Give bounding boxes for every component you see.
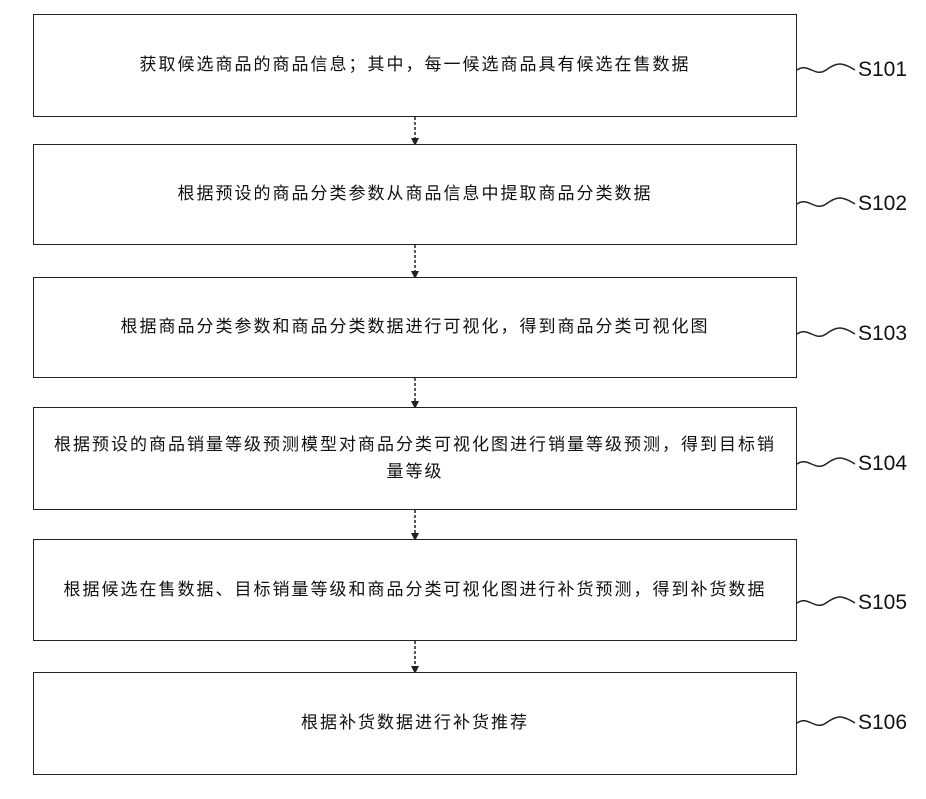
step-text-s101: 获取候选商品的商品信息；其中，每一候选商品具有候选在售数据: [140, 52, 691, 79]
step-box-s102: 根据预设的商品分类参数从商品信息中提取商品分类数据: [33, 144, 797, 245]
step-label-s103: S103: [858, 322, 907, 346]
leader-s105: [797, 597, 855, 605]
step-text-s104: 根据预设的商品销量等级预测模型对商品分类可视化图进行销量等级预测，得到目标销量等…: [50, 432, 780, 486]
step-label-s101: S101: [858, 58, 907, 82]
step-label-s105: S105: [858, 591, 907, 615]
step-label-s104: S104: [858, 452, 907, 476]
step-text-s103: 根据商品分类参数和商品分类数据进行可视化，得到商品分类可视化图: [121, 314, 710, 341]
step-box-s101: 获取候选商品的商品信息；其中，每一候选商品具有候选在售数据: [33, 14, 797, 117]
leader-s104: [797, 458, 855, 466]
step-box-s103: 根据商品分类参数和商品分类数据进行可视化，得到商品分类可视化图: [33, 277, 797, 378]
leader-s101: [797, 64, 855, 72]
step-box-s105: 根据候选在售数据、目标销量等级和商品分类可视化图进行补货预测，得到补货数据: [33, 539, 797, 641]
step-label-s102: S102: [858, 192, 907, 216]
step-text-s105: 根据候选在售数据、目标销量等级和商品分类可视化图进行补货预测，得到补货数据: [64, 577, 767, 604]
step-text-s106: 根据补货数据进行补货推荐: [301, 710, 529, 737]
leader-s103: [797, 328, 855, 336]
step-box-s106: 根据补货数据进行补货推荐: [33, 672, 797, 775]
step-label-s106: S106: [858, 711, 907, 735]
leader-s106: [797, 717, 855, 725]
leader-s102: [797, 198, 855, 206]
step-box-s104: 根据预设的商品销量等级预测模型对商品分类可视化图进行销量等级预测，得到目标销量等…: [33, 407, 797, 510]
step-text-s102: 根据预设的商品分类参数从商品信息中提取商品分类数据: [178, 181, 653, 208]
